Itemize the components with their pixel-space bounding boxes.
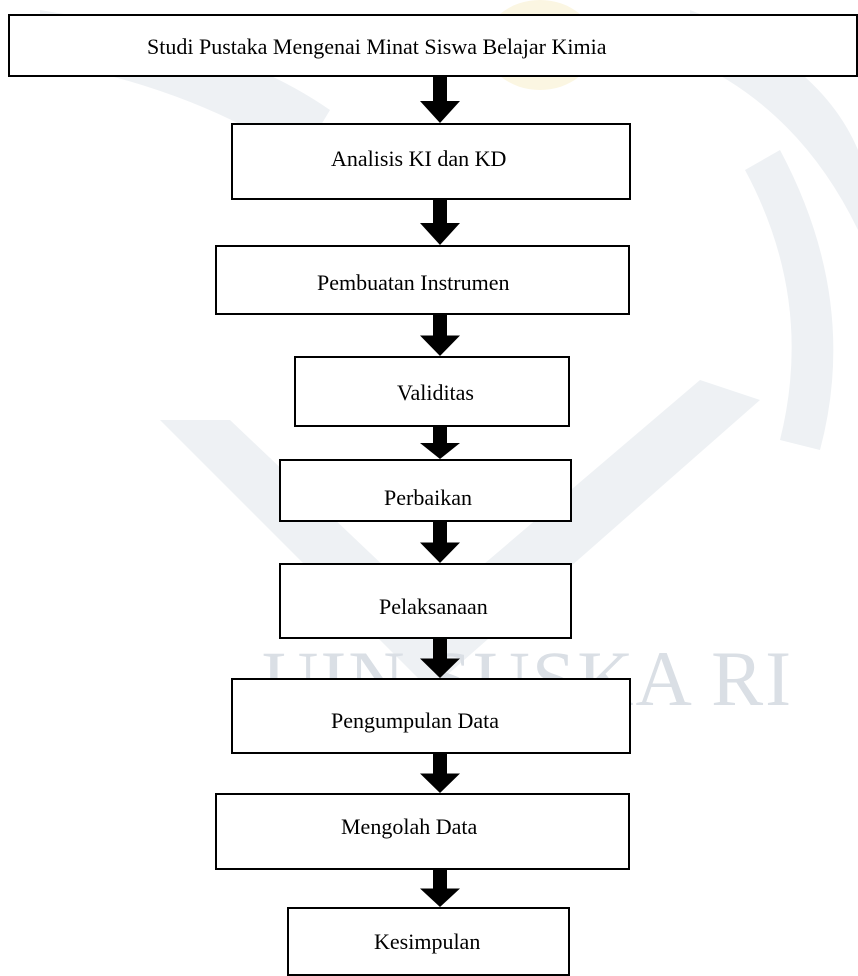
step-pelaksanaan-label: Pelaksanaan [379, 594, 488, 619]
step-perbaikan-label: Perbaikan [384, 485, 472, 510]
arrow-down-icon [420, 870, 460, 907]
arrow-down-icon [420, 77, 460, 123]
step-analisis-ki-kd-label: Analisis KI dan KD [331, 146, 507, 171]
step-mengolah-data-box: Mengolah Data [215, 793, 630, 870]
step-mengolah-data-label: Mengolah Data [341, 814, 478, 839]
step-analisis-ki-kd-box: Analisis KI dan KD [231, 123, 631, 200]
arrow-down-icon [420, 639, 460, 678]
arrow-down-icon [420, 427, 460, 459]
step-kesimpulan-box: Kesimpulan [287, 907, 570, 976]
step-pengumpulan-data-label: Pengumpulan Data [331, 708, 500, 733]
step-perbaikan-box: Perbaikan [279, 459, 572, 522]
watermark-right-arc [745, 150, 834, 450]
arrow-down-icon [420, 522, 460, 563]
step-studi-pustaka-box: Studi Pustaka Mengenai Minat Siswa Belaj… [8, 14, 858, 77]
arrow-down-icon [420, 315, 460, 356]
watermark-v-shape [160, 380, 760, 690]
step-pembuatan-instrumen-box: Pembuatan Instrumen [215, 245, 630, 315]
step-validitas-label: Validitas [397, 380, 474, 405]
step-pelaksanaan-box: Pelaksanaan [279, 563, 572, 639]
step-kesimpulan-label: Kesimpulan [374, 929, 481, 954]
arrow-down-icon [420, 754, 460, 793]
step-pengumpulan-data-box: Pengumpulan Data [231, 678, 631, 754]
arrow-down-icon [420, 200, 460, 245]
step-studi-pustaka-label: Studi Pustaka Mengenai Minat Siswa Belaj… [147, 34, 607, 59]
step-validitas-box: Validitas [294, 356, 570, 427]
step-pembuatan-instrumen-label: Pembuatan Instrumen [317, 270, 510, 295]
